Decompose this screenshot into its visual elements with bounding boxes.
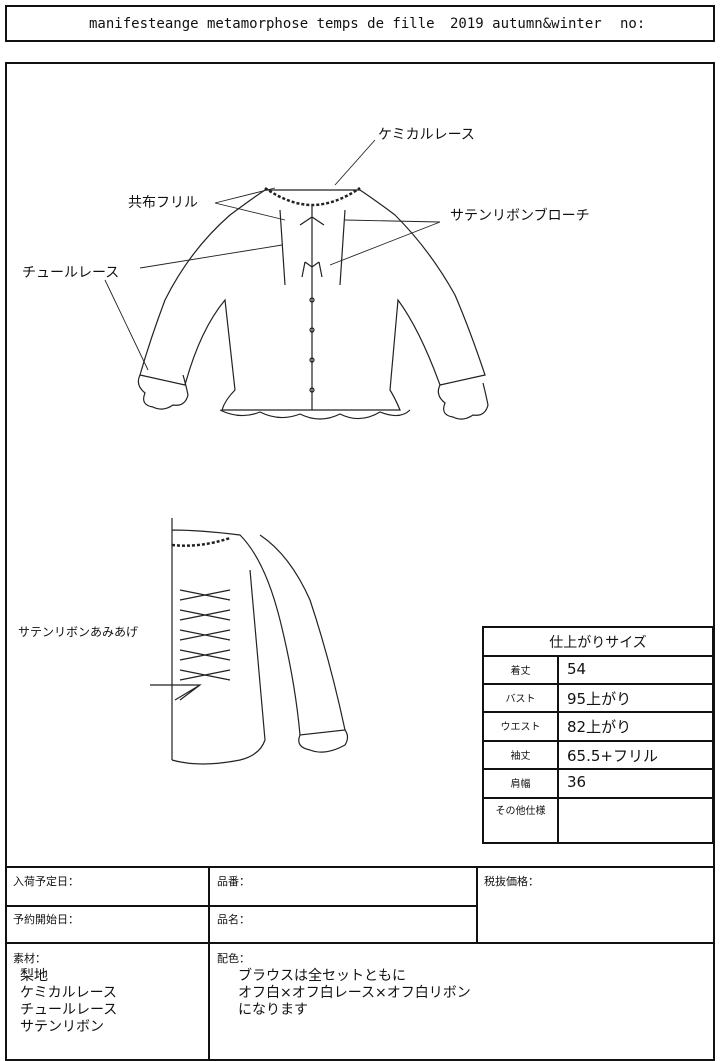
size-value: 65.5+フリル (567, 747, 658, 765)
material-item: 梨地 (20, 968, 48, 984)
main-frame (5, 62, 715, 1061)
annotation-tulle-lace: チュールレース (22, 265, 120, 281)
size-value: 36 (567, 773, 587, 791)
size-table (482, 626, 714, 844)
material-item: ケミカルレース (20, 985, 117, 1001)
front-view-sketch (137, 186, 489, 420)
materials-list: 梨地 ケミカルレース チュールレース サテンリボン (20, 968, 117, 1036)
size-value: 82上がり (567, 718, 632, 736)
leader-lines (104, 139, 441, 371)
annotation-satin-lacing: サテンリボンあみあげ (18, 625, 139, 639)
material-item: サテンリボン (20, 1019, 104, 1035)
size-label: ウエスト (500, 722, 541, 733)
season: 2019 autumn&winter (450, 16, 602, 32)
number-label: no: (620, 16, 646, 32)
back-view-sketch (150, 518, 349, 765)
size-label: 肩幅 (510, 779, 531, 790)
size-label: 着丈 (510, 666, 531, 677)
blouse-sketch (104, 139, 489, 765)
brand-title: manifesteange metamorphose temps de fill… (89, 16, 435, 32)
annotation-self-frill: 共布フリル (128, 195, 198, 211)
item-name-label: 品名： (217, 913, 250, 926)
header-bar: manifesteange metamorphose temps de fill… (5, 5, 715, 42)
size-label: その他仕様 (495, 806, 546, 817)
size-value: 95上がり (567, 690, 632, 708)
color-label: 配色： (217, 952, 250, 965)
arrival-date-label: 入荷予定日： (13, 875, 79, 888)
reservation-date-label: 予約開始日： (13, 913, 79, 926)
annotation-chemical-lace: ケミカルレース (378, 127, 475, 143)
size-table-title: 仕上がりサイズ (549, 635, 647, 651)
color-note-line: になります (238, 1002, 308, 1018)
material-label: 素材： (13, 952, 46, 965)
material-item: チュールレース (20, 1002, 118, 1018)
annotation-satin-brooch: サテンリボンブローチ (450, 208, 590, 224)
price-label: 税抜価格： (484, 875, 539, 888)
size-value: 54 (567, 660, 587, 678)
color-note-line: オフ白×オフ白レース×オフ白リボン (238, 985, 471, 1001)
size-label: バスト (505, 694, 536, 705)
size-label: 袖丈 (510, 751, 531, 762)
color-note-line: ブラウスは全セットともに (238, 968, 406, 984)
item-number-label: 品番： (217, 875, 250, 888)
color-notes: ブラウスは全セットともに オフ白×オフ白レース×オフ白リボン になります (238, 968, 471, 1019)
